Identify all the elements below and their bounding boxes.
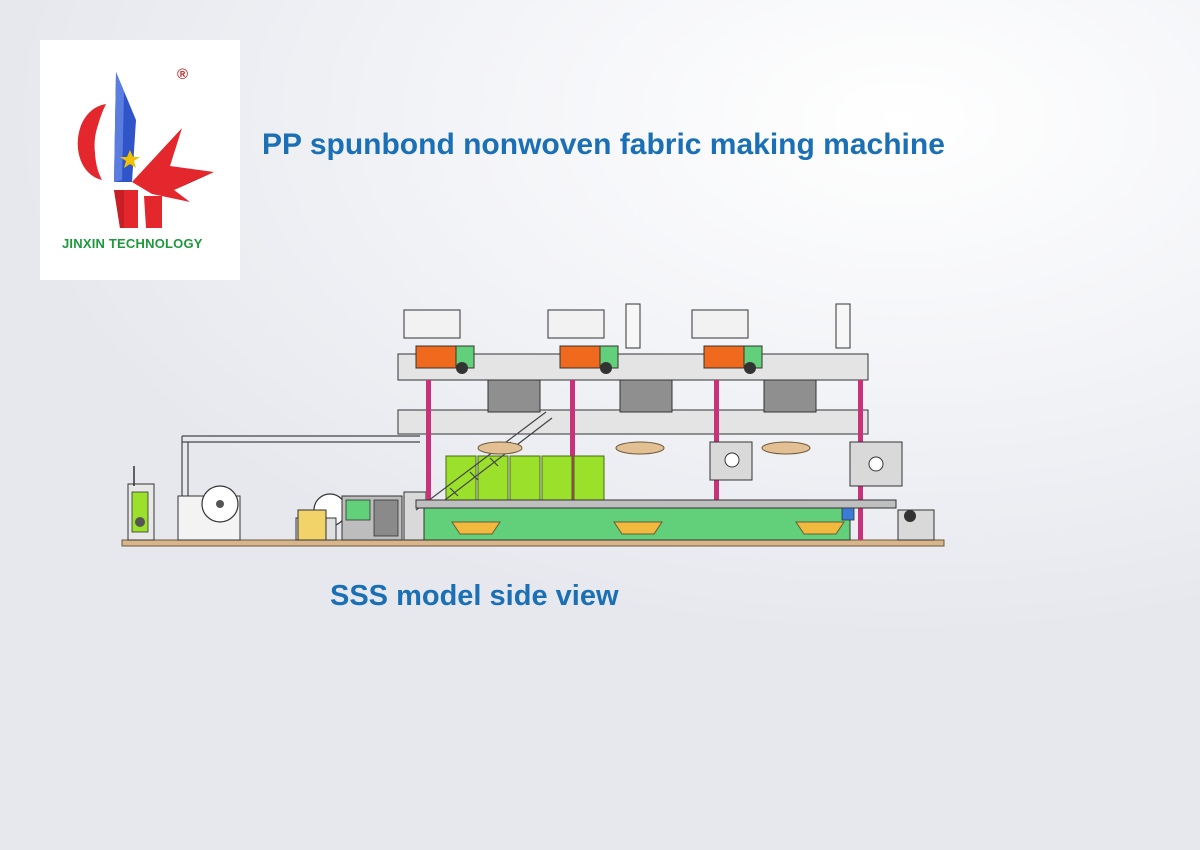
calender-section <box>341 491 427 541</box>
air-ducts <box>477 441 811 455</box>
control-box <box>297 509 327 541</box>
gold-hoppers <box>451 521 845 535</box>
side-panels <box>709 441 903 487</box>
green-tanks <box>445 455 605 505</box>
registered-mark: ® <box>177 66 189 83</box>
company-name: JINXIN TECHNOLOGY <box>62 236 203 251</box>
suction-fan <box>841 507 935 541</box>
extruder-unit-2 <box>547 303 673 413</box>
extruder-unit-3 <box>691 303 851 413</box>
base-rail <box>415 499 897 509</box>
machine-side-view-diagram <box>121 303 945 547</box>
page-title: PP spunbond nonwoven fabric making machi… <box>262 128 945 161</box>
company-logo: ® JINXIN TECHNOLOGY <box>40 40 240 280</box>
extruder-unit-1 <box>403 309 541 413</box>
floor-base <box>121 539 945 547</box>
winder-unit <box>127 466 155 541</box>
jinxin-logo-icon <box>77 72 214 228</box>
diagram-caption: SSS model side view <box>330 580 619 612</box>
upper-platform <box>397 353 869 435</box>
